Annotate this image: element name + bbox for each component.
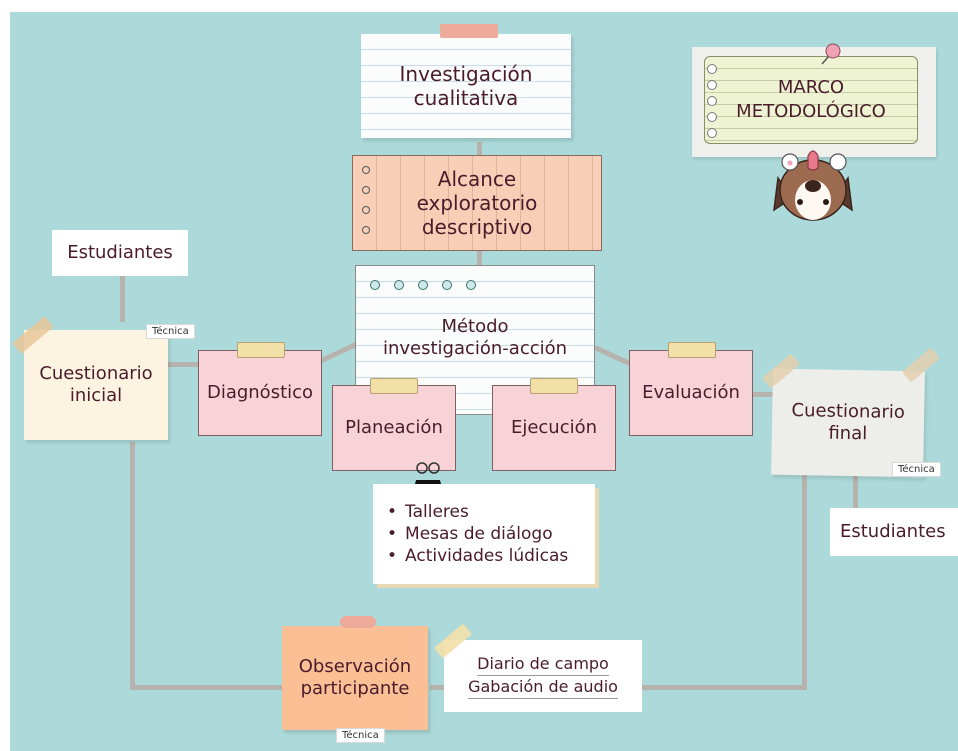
research-type-tape [440, 24, 498, 38]
final-technique-tag: Técnica [892, 462, 941, 477]
diagram-canvas: Investigación cualitativa Alcance explor… [10, 12, 958, 751]
observation-note: Observación participante [282, 626, 428, 730]
activities-note: Talleres Mesas de diálogo Actividades lú… [373, 484, 595, 584]
observation-tape [340, 616, 376, 628]
research-type-line1: Investigación [399, 62, 533, 86]
initial-line1: Cuestionario [39, 363, 153, 384]
tape-ejecucion [530, 378, 578, 394]
research-type-note: Investigación cualitativa [361, 34, 571, 138]
title-notepad: MARCO METODOLÓGICO [704, 56, 918, 144]
instrument-item: Gabación de audio [468, 676, 618, 699]
instrument-item: Diario de campo [477, 653, 609, 676]
initial-line2: inicial [69, 385, 123, 406]
tape-planeacion [370, 378, 418, 394]
subject-right-label: Estudiantes [840, 521, 946, 542]
connector-initial-diagnostic [165, 362, 200, 367]
subject-right-note: Estudiantes [830, 508, 958, 556]
instruments-note: Diario de campo Gabación de audio [444, 640, 642, 712]
tape-diagnostico [237, 342, 285, 358]
tape-evaluacion [668, 342, 716, 358]
phase-evaluacion: Evaluación [629, 350, 753, 436]
title-line2: METODOLÓGICO [736, 101, 886, 122]
method-line1: Método [441, 316, 509, 337]
scope-line2: exploratorio [416, 191, 538, 215]
scope-note: Alcance exploratorio descriptivo [352, 155, 602, 251]
final-line1: Cuestionario [791, 400, 906, 423]
phase-evaluacion-label: Evaluación [642, 382, 740, 403]
initial-technique-tag: Técnica [146, 324, 195, 339]
phase-diagnostico-label: Diagnóstico [206, 382, 314, 403]
subject-left-note: Estudiantes [52, 230, 188, 276]
activity-item: Talleres [387, 501, 568, 523]
title-line1: MARCO [777, 77, 845, 98]
final-line2: final [828, 422, 868, 445]
phase-ejecucion: Ejecución [492, 385, 616, 471]
observation-line2: participante [300, 678, 410, 699]
connector-right-short [853, 470, 858, 530]
phase-ejecucion-label: Ejecución [510, 417, 598, 438]
activity-item: Mesas de diálogo [387, 523, 568, 545]
connector-bottom-left [130, 685, 290, 690]
scope-line1: Alcance [437, 167, 517, 191]
phase-diagnostico: Diagnóstico [198, 350, 322, 436]
observation-line1: Observación [298, 656, 412, 677]
dog-mascot-icon [768, 148, 858, 238]
connector-evaluation-final [750, 392, 780, 397]
subject-left-label: Estudiantes [67, 242, 173, 263]
research-type-line2: cualitativa [413, 86, 519, 110]
method-dots [370, 280, 480, 290]
activities-list: Talleres Mesas de diálogo Actividades lú… [387, 501, 568, 567]
connector-left-long [130, 442, 135, 690]
connector-right-long [802, 474, 807, 690]
pushpin-icon [816, 42, 842, 68]
title-rings [707, 64, 717, 144]
initial-questionnaire-note: Cuestionario inicial [24, 330, 168, 440]
activity-item: Actividades lúdicas [387, 545, 568, 567]
scope-holes [362, 162, 370, 242]
connector-left-vertical [120, 274, 125, 322]
scope-line3: descriptivo [421, 215, 533, 239]
observation-technique-tag: Técnica [336, 728, 385, 743]
method-line2: investigación-acción [382, 338, 568, 359]
phase-planeacion-label: Planeación [345, 417, 443, 438]
phase-planeacion: Planeación [332, 385, 456, 471]
